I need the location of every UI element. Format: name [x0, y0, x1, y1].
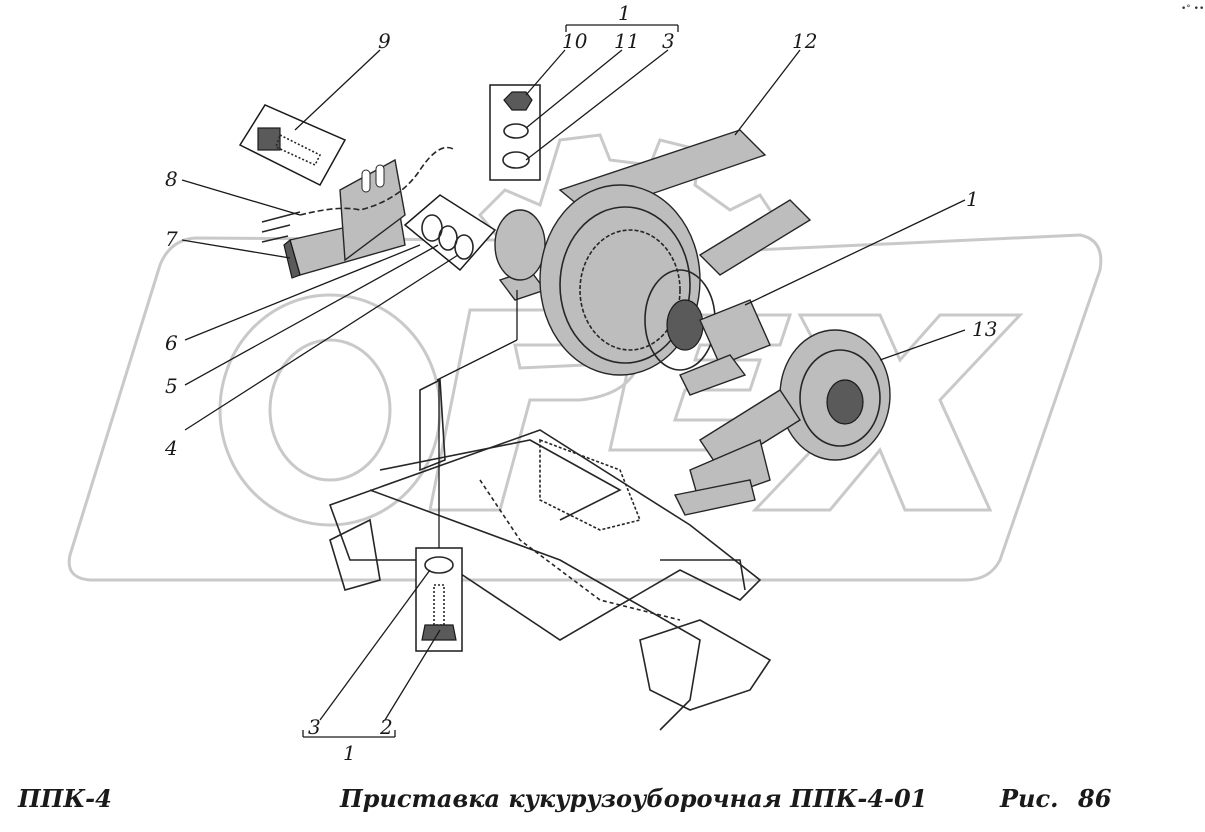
callout-6: 6	[165, 331, 178, 355]
callout-3-top: 3	[662, 29, 675, 53]
corner-mark: •° ••	[1181, 4, 1205, 14]
callout-5: 5	[165, 374, 178, 398]
callout-1-top: 1	[618, 1, 631, 25]
footer-figure-label: Рис.	[1000, 784, 1059, 813]
callout-10: 10	[562, 29, 588, 53]
callout-1-right: 1	[966, 187, 979, 211]
footer-title: Приставка кукурузоуборочная ППК-4-01	[340, 784, 928, 813]
callout-12: 12	[792, 29, 817, 53]
nut-washer-detail-box-top	[489, 84, 541, 181]
callout-13: 13	[972, 317, 997, 341]
footer-figure-number: 86	[1078, 784, 1112, 813]
callout-8: 8	[165, 167, 178, 191]
leader-lines	[181, 24, 966, 738]
bolt-washer-detail-box-bottom	[415, 547, 463, 652]
callout-11: 11	[614, 29, 639, 53]
callout-3-bottom: 3	[308, 715, 321, 739]
pulley-13-assembly	[673, 329, 891, 516]
chain-tensioner-assembly	[261, 146, 456, 279]
footer-model-code: ППК-4	[18, 784, 112, 813]
callout-9: 9	[378, 29, 391, 53]
frame-assembly	[328, 378, 772, 731]
pulley-sprocket-assembly	[494, 129, 812, 396]
callout-2: 2	[379, 715, 393, 739]
connection-lines	[436, 290, 518, 548]
callout-1-bottom: 1	[343, 741, 356, 765]
callout-4: 4	[164, 436, 178, 460]
bolt-9-detail-box	[238, 104, 347, 186]
washer-set-4-5-6-detail-box	[403, 194, 497, 272]
callout-7: 7	[165, 227, 178, 251]
